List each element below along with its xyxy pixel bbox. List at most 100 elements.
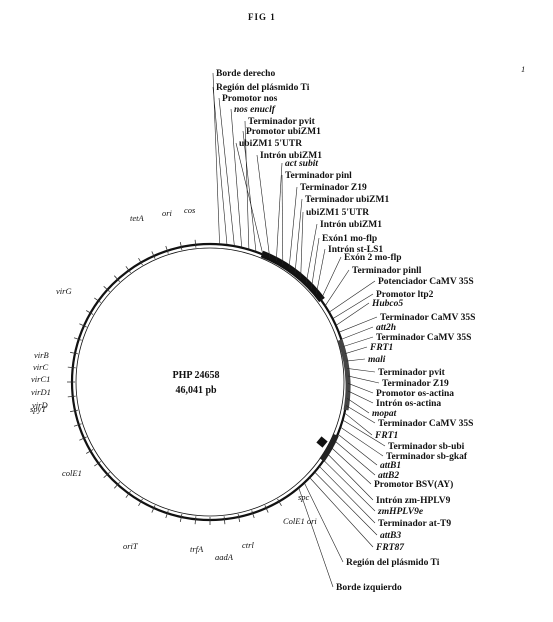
left-border-marker [316, 436, 328, 448]
leader-line-40 [319, 466, 376, 524]
feature-label-right-33: Terminador sb-ubi [388, 442, 465, 452]
feature-label-right-25: mali [368, 355, 386, 365]
feature-label-right-23: Terminador CaMV 35S [376, 333, 471, 343]
feature-label-orit: oriT [123, 541, 139, 551]
circle-ticks [67, 239, 282, 525]
figure-title: FIG 1 [248, 12, 276, 22]
leader-line-19 [332, 293, 374, 320]
feature-label-right-16: Exón 2 mo-flp [344, 253, 402, 263]
leader-line-36 [334, 440, 376, 476]
leader-line-11 [294, 198, 303, 274]
circle-tick [125, 266, 131, 274]
leader-line-9 [281, 174, 284, 265]
feature-label-right-13: Intrón ubiZM1 [320, 220, 382, 230]
circle-tick [237, 513, 241, 522]
circle-tick [114, 275, 120, 282]
circle-tick [85, 449, 94, 454]
feature-label-right-5: Promotor ubiZM1 [246, 127, 321, 137]
leader-line-43 [304, 482, 344, 563]
feature-label-right-3: nos enuclf [234, 105, 276, 115]
leader-line-14 [311, 237, 320, 289]
feature-label-spyt: spyT [30, 404, 47, 414]
feature-label-right-20: Hubco5 [371, 299, 403, 309]
feature-label-right-39: zmHPLV9e [377, 507, 424, 517]
leader-line-1 [212, 86, 228, 246]
circle-tick [103, 472, 110, 478]
leader-line-44 [298, 487, 334, 588]
leader-line-6 [235, 142, 264, 255]
feature-label-right-7: Intrón ubiZM1 [260, 151, 322, 161]
leader-line-26 [347, 368, 376, 373]
page-mark: 1 [521, 64, 525, 74]
plasmid-name: PHP 24658 [173, 370, 220, 381]
feature-label-vird: virD [32, 400, 48, 410]
feature-label-cole1: colE1 [62, 468, 82, 478]
leader-line-25 [346, 358, 366, 362]
leader-line-2 [218, 97, 235, 247]
circle-tick [70, 409, 79, 413]
circle-tick [67, 395, 76, 398]
circle-tick [277, 498, 282, 507]
circle-tick [85, 310, 94, 315]
circle-tick [73, 337, 82, 341]
feature-label-right-37: Promotor BSV(AY) [374, 479, 453, 490]
circle-tick [114, 482, 120, 489]
leader-line-18 [328, 280, 376, 313]
feature-label-right-14: Exón1 mo-flp [322, 234, 377, 244]
circle-tick [94, 461, 102, 467]
feature-label-aada: aadA [215, 552, 234, 562]
feature-label-right-10: Terminador Z19 [300, 183, 367, 193]
feature-label-right-43: Región del plásmido Ti [346, 558, 440, 568]
feature-label-right-24: FRT1 [369, 343, 393, 353]
circle-tick [125, 490, 131, 498]
leader-line-30 [346, 397, 370, 414]
circle-tick [194, 239, 197, 248]
leader-line-41 [314, 471, 378, 536]
circle-tick [67, 366, 76, 369]
feature-label-right-12: ubiZM1 5'UTR [306, 208, 369, 218]
feature-label-right-6: ubiZM1 5'UTR [239, 139, 302, 149]
feature-label-right-34: Terminador sb-gkaf [386, 452, 468, 462]
feature-label-cole1-ori: ColE1 ori [283, 516, 317, 526]
leader-line-24 [345, 346, 368, 354]
leader-line-28 [347, 383, 374, 394]
feature-label-virg: virG [56, 286, 72, 296]
circle-tick [223, 516, 226, 525]
leader-line-29 [347, 390, 374, 404]
feature-label-right-11: Terminador ubiZM1 [305, 195, 389, 205]
leader-line-23 [343, 336, 374, 347]
feature-label-right-15: Intrón st-LS1 [328, 245, 383, 255]
feature-label-right-36: attB2 [378, 471, 399, 481]
leader-line-13 [305, 223, 318, 284]
leader-line-35 [337, 433, 378, 466]
feature-label-right-42: FRT87 [375, 543, 405, 553]
leader-line-3 [230, 108, 242, 248]
feature-label-right-35: attB1 [380, 461, 401, 471]
leader-line-12 [300, 211, 304, 279]
feature-label-right-32: FRT1 [374, 431, 398, 441]
feature-label-right-31: Terminador CaMV 35S [378, 419, 473, 429]
circle-tick [179, 242, 183, 251]
circle-tick [94, 297, 102, 303]
circle-tick [165, 245, 169, 254]
leader-line-17 [324, 269, 350, 307]
leader-line-32 [344, 412, 373, 436]
feature-label-right-28: Promotor os-actina [376, 389, 454, 399]
circle-tick [73, 423, 82, 427]
leader-line-4 [244, 120, 250, 250]
feature-label-right-38: Intrón zm-HPLV9 [376, 496, 451, 506]
leader-line-7 [256, 154, 270, 258]
feature-label-trfa: trfA [190, 544, 204, 554]
leader-lines [212, 72, 386, 588]
circle-tick [251, 510, 255, 519]
feature-label-virb: virB [34, 350, 49, 360]
leader-line-21 [338, 316, 378, 333]
feature-label-virc: virC [33, 362, 48, 372]
feature-label-spc: spc [298, 492, 310, 502]
circle-tick [79, 323, 87, 328]
circle-tick [138, 257, 143, 266]
circle-tick [103, 286, 110, 292]
feature-label-right-0: Borde derecho [216, 69, 275, 79]
